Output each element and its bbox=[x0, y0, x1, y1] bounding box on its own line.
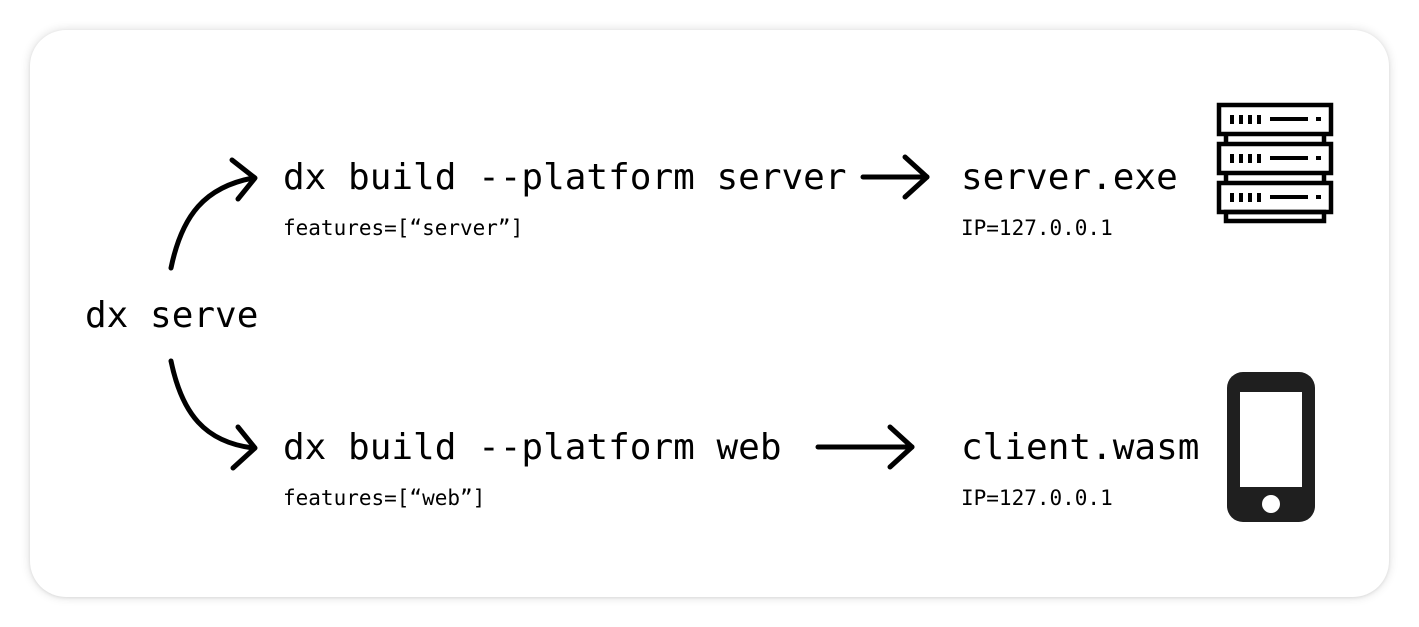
curved-arrow-web bbox=[168, 358, 258, 471]
web-features: features=[“web”] bbox=[283, 486, 486, 510]
smartphone-icon bbox=[1227, 372, 1315, 522]
curved-arrow-server bbox=[168, 157, 258, 271]
client-ip: IP=127.0.0.1 bbox=[961, 486, 1113, 510]
client-output-file: client.wasm bbox=[961, 427, 1200, 468]
server-output-file: server.exe bbox=[961, 157, 1178, 198]
server-build-command: dx build --platform server bbox=[283, 157, 847, 198]
server-rack-icon bbox=[1216, 102, 1334, 224]
dx-serve-label: dx serve bbox=[85, 295, 259, 336]
server-features: features=[“server”] bbox=[283, 216, 524, 240]
diagram-card bbox=[30, 30, 1389, 597]
arrow-web-to-output bbox=[815, 424, 915, 470]
arrow-server-to-output bbox=[860, 154, 930, 200]
web-build-command: dx build --platform web bbox=[283, 427, 782, 468]
server-ip: IP=127.0.0.1 bbox=[961, 216, 1113, 240]
